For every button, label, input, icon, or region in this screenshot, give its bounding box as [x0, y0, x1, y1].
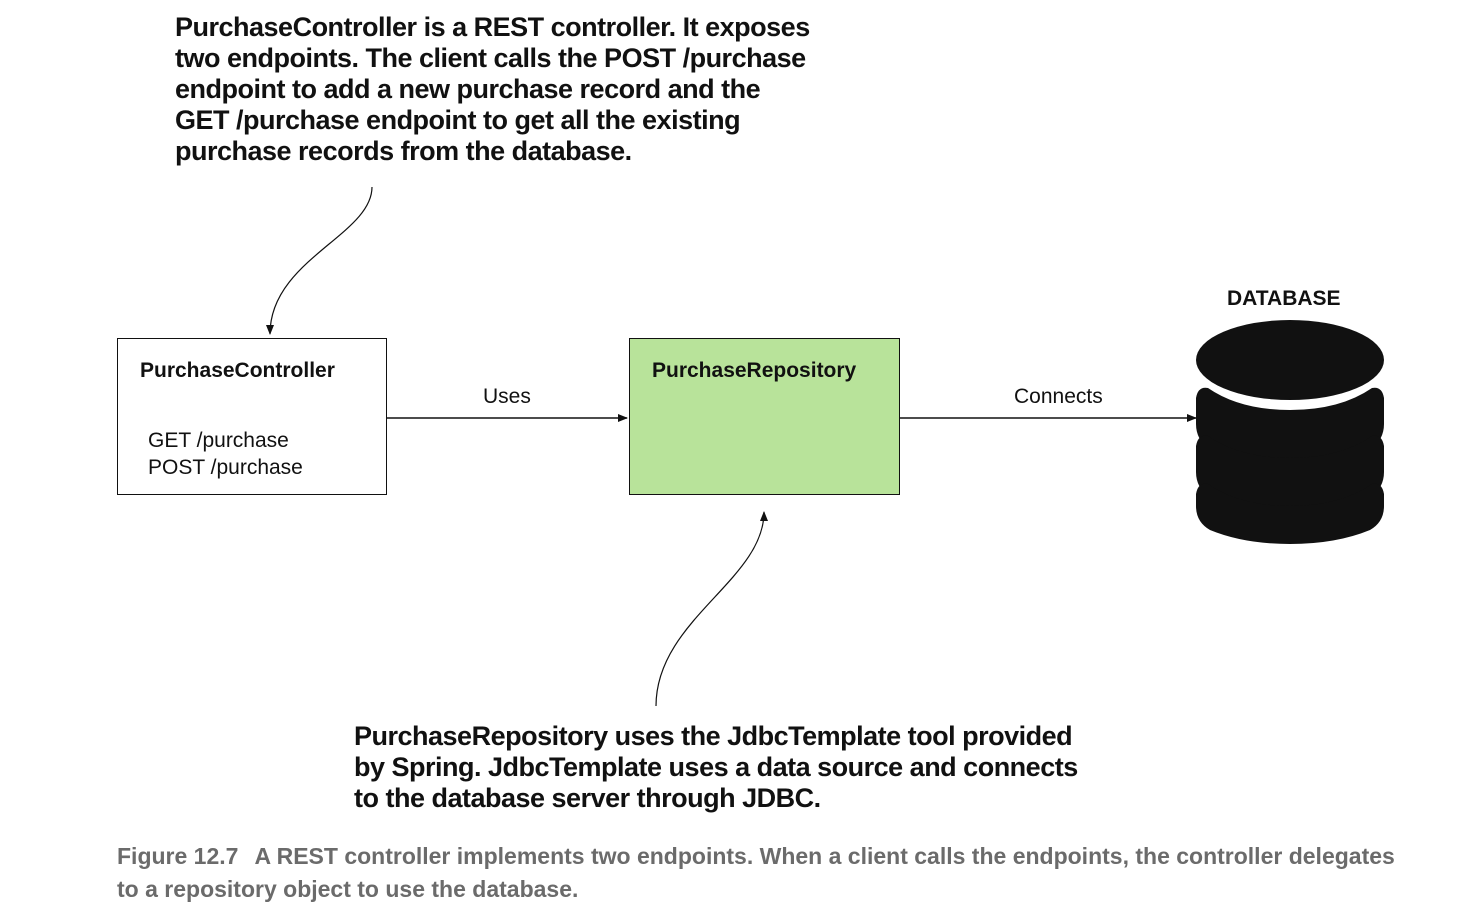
uses-label: Uses [483, 385, 531, 408]
annotation-line: endpoint to add a new purchase record an… [175, 74, 761, 104]
annotation-line: purchase records from the database. [175, 136, 632, 166]
repository-pointer-curve [655, 511, 768, 707]
purchase-repository-box: PurchaseRepository [629, 338, 900, 495]
repository-title: PurchaseRepository [652, 359, 857, 382]
caption-text: A REST controller implements two endpoin… [117, 843, 1395, 902]
annotation-line: two endpoints. The client calls the POST… [175, 43, 806, 73]
endpoint-get: GET /purchase [148, 429, 289, 452]
controller-title: PurchaseController [140, 359, 335, 382]
repository-annotation: PurchaseRepository uses the JdbcTemplate… [354, 721, 1078, 814]
connects-label: Connects [1014, 385, 1103, 408]
annotation-line: PurchaseRepository uses the JdbcTemplate… [354, 721, 1073, 751]
annotation-line: by Spring. JdbcTemplate uses a data sour… [354, 752, 1078, 782]
purchase-controller-box: PurchaseController GET /purchase POST /p… [117, 338, 387, 495]
annotation-line: to the database server through JDBC. [354, 783, 821, 813]
endpoint-list: GET /purchase POST /purchase [148, 427, 303, 481]
controller-annotation: PurchaseController is a REST controller.… [175, 12, 810, 167]
endpoint-post: POST /purchase [148, 456, 303, 479]
database-icon [1196, 320, 1384, 544]
figure-number: Figure 12.7 [117, 843, 239, 869]
database-label: DATABASE [1227, 287, 1341, 310]
annotation-line: GET /purchase endpoint to get all the ex… [175, 105, 741, 135]
controller-pointer-curve [266, 186, 373, 335]
annotation-line: PurchaseController is a REST controller.… [175, 12, 810, 42]
